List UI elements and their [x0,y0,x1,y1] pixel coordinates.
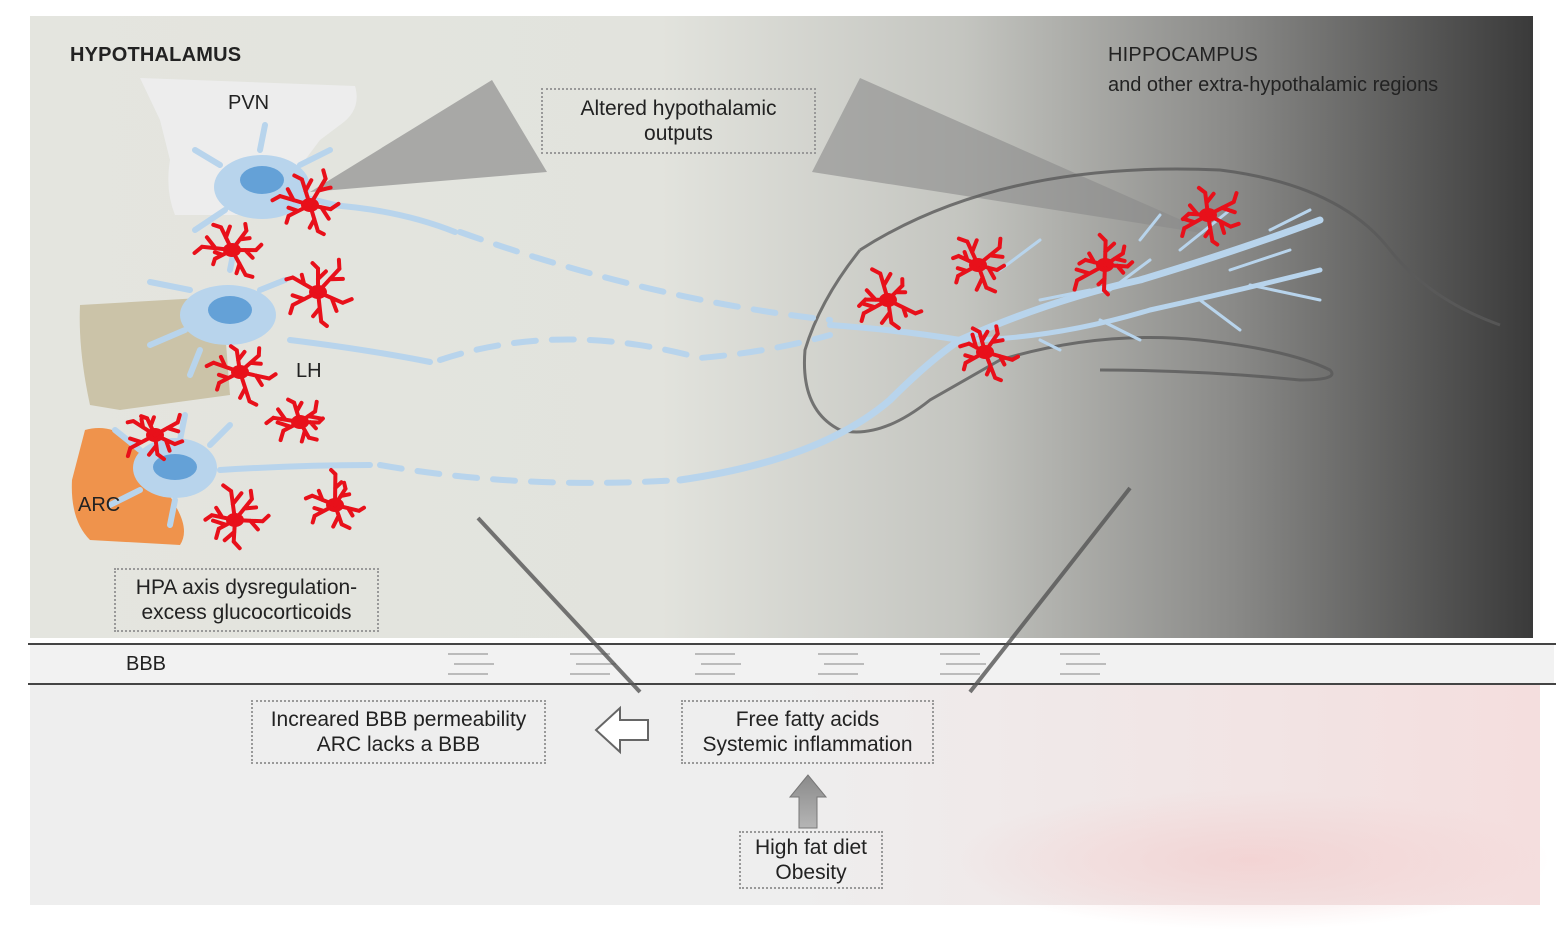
hippocampus-title: HIPPOCAMPUS [1108,44,1259,66]
hippocampus-outline [802,167,1501,434]
microglia-cell [192,222,264,279]
microglia-cell [1072,232,1135,297]
axons [217,202,833,486]
microglia-cell [203,483,271,551]
microglia-cell [303,468,366,530]
arc-label: ARC [78,494,121,516]
lh-nucleus [208,296,252,324]
high-fat-diet-line-1: High fat diet [754,836,868,859]
microglia-cell [958,324,1020,383]
microglia-cell [264,397,325,444]
pvn-neuron [192,122,338,233]
hpa-axis-line-2: excess glucocorticoids [141,601,352,624]
arc-region-shape [71,428,184,545]
free-fatty-acids-line-2: Systemic inflammation [702,733,913,756]
bbb-permeability-line-1: Increared BBB permeability [270,708,527,731]
hollow-left-arrow-icon [594,705,649,755]
bbb-permeability-line-2: ARC lacks a BBB [316,733,481,756]
bbb-band [30,644,1554,684]
hypothalamus-title: HYPOTHALAMUS [70,44,242,66]
microglia-cell [125,412,185,462]
left-zoom-cone [310,80,547,192]
pvn-label: PVN [228,92,270,114]
lh-neuron [147,242,288,378]
bbb-permeability-box: Increared BBB permeability ARC lacks a B… [251,700,546,764]
microglia-cell [1180,185,1241,247]
high-fat-diet-box: High fat diet Obesity [739,831,883,889]
microglia-cell [951,236,1006,294]
ffa-link-line-left [476,516,642,694]
altered-outputs-line-2: outputs [644,122,713,145]
hippocampal-neuron [676,208,1324,484]
pvn-nucleus [240,166,284,194]
grey-up-arrow-icon [788,774,828,829]
hypothalamic-neurons [107,122,338,528]
ffa-link-line-right [968,486,1132,694]
free-fatty-acids-line-1: Free fatty acids [735,708,880,731]
high-fat-diet-line-2: Obesity [775,861,847,884]
microglia-cell [857,267,924,330]
lh-label: LH [296,360,322,382]
altered-outputs-box: Altered hypothalamic outputs [541,88,816,154]
free-fatty-acids-box: Free fatty acids Systemic inflammation [681,700,934,764]
bbb-label: BBB [126,653,167,675]
pvn-region-shape [140,78,357,215]
pink-glow [950,790,1550,930]
right-zoom-cone [812,78,1215,235]
hippocampus-subtitle: and other extra-hypothalamic regions [1108,74,1439,96]
microglia-cells [125,168,1241,551]
bbb-junction-marks [448,653,1106,675]
microglia-cell [204,344,278,407]
microglia-cell [284,257,354,328]
altered-outputs-line-1: Altered hypothalamic [580,97,777,120]
hpa-axis-box: HPA axis dysregulation- excess glucocort… [114,568,379,632]
microglia-cell [270,168,341,237]
hpa-axis-line-1: HPA axis dysregulation- [135,576,358,599]
